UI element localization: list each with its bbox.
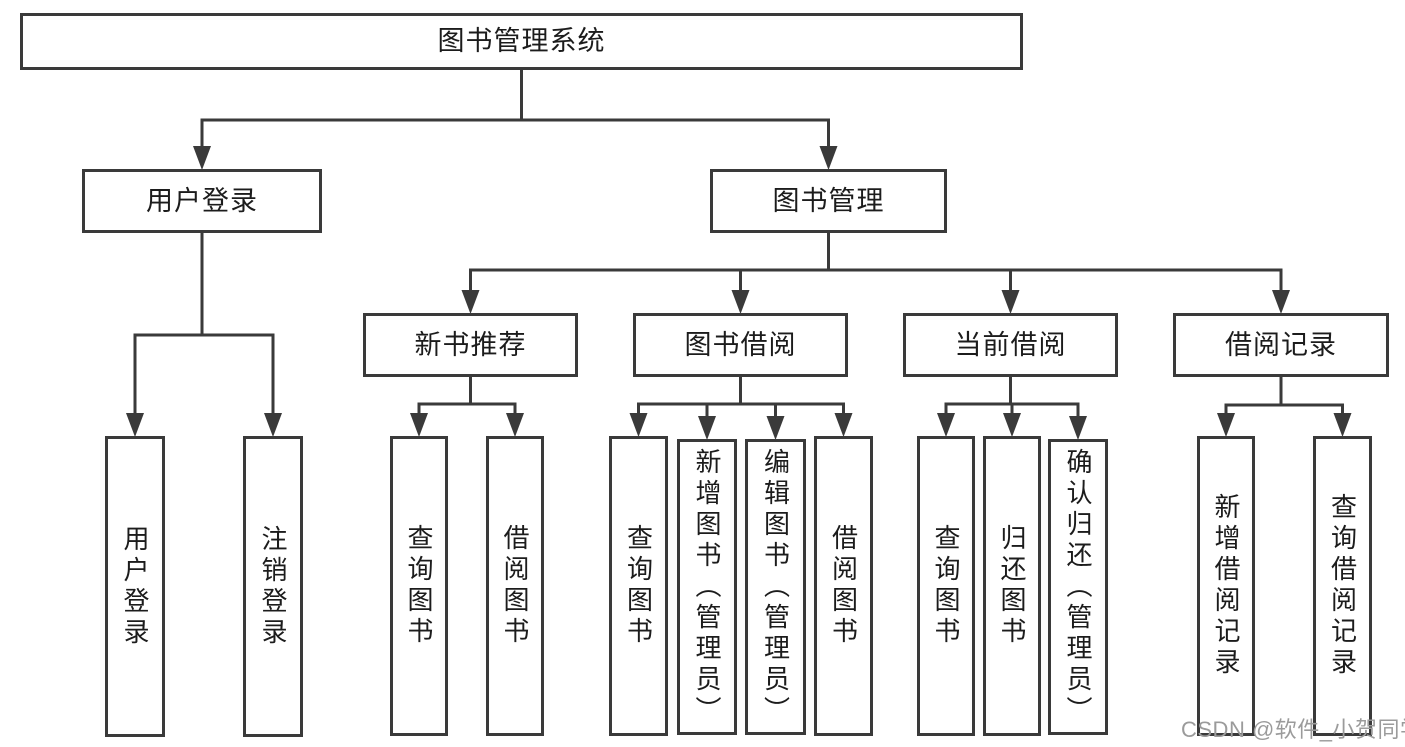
arrowhead-icon: [126, 413, 144, 437]
csdn-watermark: CSDN @软件_小贺同学: [1181, 717, 1405, 742]
node-cb-confirm-return: 确认归还（管理员）: [1048, 439, 1108, 735]
node-cb-return-book: 归还图书: [983, 436, 1041, 736]
arrowhead-icon: [937, 413, 955, 437]
arrowhead-icon: [1003, 413, 1021, 437]
arrowhead-icon: [629, 413, 648, 437]
node-br-add-record: 新增借阅记录: [1197, 436, 1255, 736]
node-br-query-record: 查询借阅记录: [1313, 436, 1372, 736]
node-cb-query-book: 查询图书: [917, 436, 975, 736]
node-current-borrow: 当前借阅: [903, 313, 1118, 377]
node-nr-query-book: 查询图书: [390, 436, 448, 736]
node-user-login: 用户登录: [82, 169, 322, 233]
node-book-borrow: 图书借阅: [633, 313, 848, 377]
node-bb-query-book: 查询图书: [609, 436, 668, 736]
arrowhead-icon: [698, 416, 716, 440]
node-borrow-records: 借阅记录: [1173, 313, 1389, 377]
arrowhead-icon: [731, 290, 750, 314]
node-bb-add-book: 新增图书（管理员）: [677, 439, 737, 735]
arrowhead-icon: [461, 290, 480, 314]
arrowhead-icon: [766, 416, 785, 440]
node-root: 图书管理系统: [20, 13, 1023, 70]
arrowhead-icon: [1001, 290, 1020, 314]
arrowhead-icon: [410, 413, 428, 437]
node-new-rec: 新书推荐: [363, 313, 578, 377]
arrowhead-icon: [1333, 413, 1352, 437]
node-bb-borrow-book: 借阅图书: [814, 436, 873, 736]
arrowhead-icon: [819, 146, 838, 170]
arrowhead-icon: [193, 146, 211, 170]
node-logout: 注销登录: [243, 436, 303, 737]
arrowhead-icon: [264, 413, 282, 437]
node-bb-edit-book: 编辑图书（管理员）: [745, 439, 806, 735]
arrowhead-icon: [1069, 416, 1087, 440]
arrowhead-icon: [506, 413, 524, 437]
arrowhead-icon: [1272, 290, 1290, 314]
node-nr-borrow-book: 借阅图书: [486, 436, 544, 736]
node-book-mgmt: 图书管理: [710, 169, 947, 233]
node-login: 用户登录: [105, 436, 165, 737]
arrowhead-icon: [1217, 413, 1235, 437]
arrowhead-icon: [834, 413, 853, 437]
